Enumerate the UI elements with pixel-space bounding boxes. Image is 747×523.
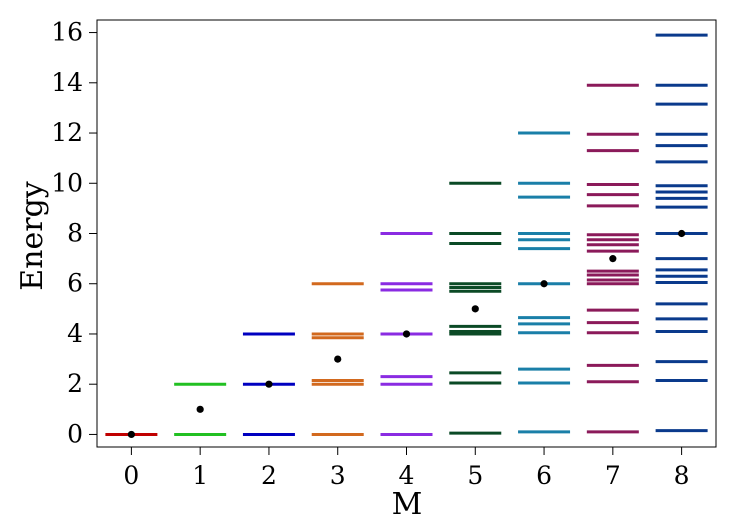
x-tick-label: 7 <box>605 461 621 490</box>
y-tick-label: 4 <box>67 319 83 348</box>
y-tick-label: 8 <box>67 219 83 248</box>
y-tick-label: 0 <box>67 419 83 448</box>
y-tick-label: 12 <box>51 118 83 147</box>
mean-point <box>127 430 135 439</box>
x-axis-label: M <box>392 487 423 522</box>
mean-markers <box>127 229 686 439</box>
mean-point <box>334 355 342 363</box>
y-tick-label: 14 <box>51 68 83 97</box>
mean-point <box>540 280 548 288</box>
y-tick-label: 6 <box>67 269 83 298</box>
x-tick-label: 8 <box>674 461 690 490</box>
y-axis-label: Energy <box>15 181 50 291</box>
mean-point <box>609 255 617 263</box>
mean-point <box>678 229 686 238</box>
mean-point <box>471 305 479 313</box>
x-tick-label: 2 <box>261 461 277 490</box>
y-tick-label: 16 <box>51 18 83 47</box>
x-tick-label: 5 <box>467 461 483 490</box>
x-tick-label: 3 <box>330 461 346 490</box>
x-tick-label: 6 <box>536 461 552 490</box>
mean-point <box>265 380 273 388</box>
y-tick-label: 2 <box>67 369 83 398</box>
y-tick-label: 10 <box>51 168 83 197</box>
mean-point <box>402 330 411 338</box>
x-tick-label: 4 <box>399 461 415 490</box>
mean-point <box>196 405 204 413</box>
x-tick-label: 0 <box>123 461 139 490</box>
x-tick-label: 1 <box>192 461 208 490</box>
energy-level-marks <box>105 33 708 436</box>
